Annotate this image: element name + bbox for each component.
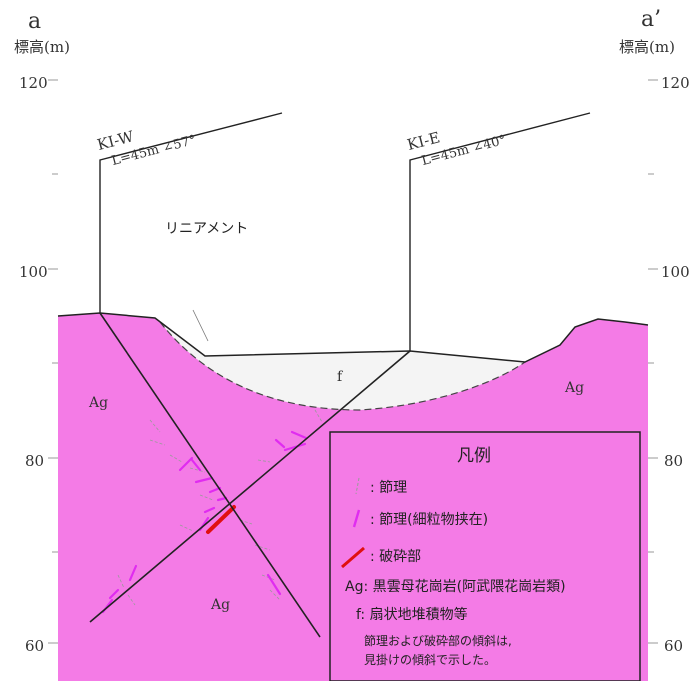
elevation-axis-left: [48, 79, 58, 644]
elevation-tick-left: 100: [19, 263, 48, 281]
fan-deposit: [160, 322, 525, 410]
section-end-label: a’: [641, 7, 661, 32]
elevation-label-left: 標高(m): [14, 38, 70, 56]
legend-note-line1: 節理および破砕部の傾斜は,: [364, 633, 512, 648]
borehole-ki-w: [99, 112, 283, 313]
borehole-ki-e-path: [89, 350, 411, 623]
elevation-tick-left: 60: [25, 637, 44, 655]
borehole-ki-w-path: [99, 312, 321, 638]
legend-fracture-symbol: [341, 546, 365, 569]
legend: 凡例 : 節理 : 節理(細粒物挟在) : 破砕部 Ag: 黒雲母花崗岩(阿武隈…: [329, 431, 641, 681]
elevation-label-right: 標高(m): [619, 38, 675, 56]
lineament-label: リニアメント: [165, 221, 248, 237]
fan-deposit-label: f: [337, 369, 344, 385]
legend-joint-symbol: [355, 477, 360, 495]
joints: [117, 409, 323, 606]
elevation-axis-right: [648, 79, 658, 644]
legend-fracture-text: : 破砕部: [370, 549, 421, 565]
section-start-label: a: [28, 9, 41, 34]
elevation-tick-right: 60: [664, 637, 683, 655]
legend-title: 凡例: [457, 446, 491, 466]
legend-joint-fine-text: : 節理(細粒物挟在): [370, 511, 488, 528]
ground-surface-line: [57, 312, 649, 363]
legend-joint-fine-symbol: [352, 509, 361, 528]
elevation-tick-right: 120: [661, 74, 690, 92]
joints-fine-material: [101, 430, 308, 614]
legend-granite-text: Ag: 黒雲母花崗岩(阿武隈花崗岩類): [345, 579, 566, 595]
legend-note-line2: 見掛けの傾斜で示した。: [364, 652, 496, 667]
granite-body: [58, 313, 648, 681]
fan-deposit-boundary: [159, 321, 526, 411]
fracture-zone: [206, 505, 236, 534]
granite-label: Ag: [88, 395, 108, 411]
lineament-mark: [192, 309, 209, 342]
legend-joint-text: : 節理: [370, 479, 407, 496]
legend-fan-text: f: 扇状地堆積物等: [356, 606, 468, 623]
granite-label: Ag: [210, 597, 230, 613]
elevation-tick-right: 80: [664, 452, 683, 470]
elevation-tick-left: 80: [25, 452, 44, 470]
elevation-tick-left: 120: [19, 74, 48, 92]
granite-label: Ag: [564, 380, 584, 396]
legend-box: [329, 431, 641, 681]
borehole-ki-e: [409, 112, 591, 351]
elevation-tick-right: 100: [661, 263, 690, 281]
